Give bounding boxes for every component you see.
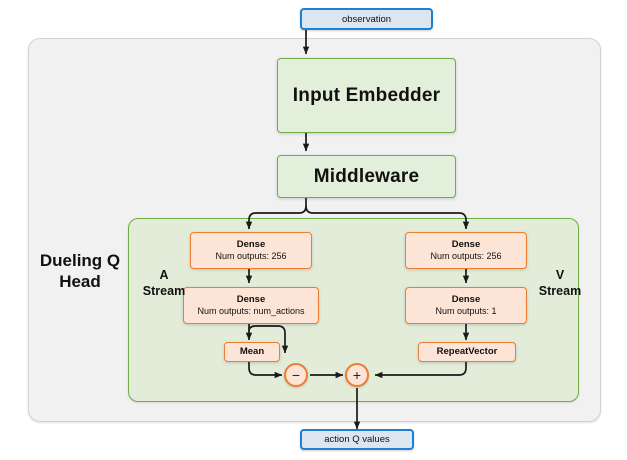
repeat-vector-label: RepeatVector — [436, 346, 498, 358]
a-stream-dense-2-node[interactable]: Dense Num outputs: num_actions — [183, 287, 319, 324]
v-stream-dense-1-title: Dense — [451, 238, 481, 250]
middleware-node[interactable]: Middleware — [277, 155, 456, 198]
dueling-q-head-title-text: Dueling Q Head — [39, 251, 121, 292]
action-q-values-node[interactable]: action Q values — [300, 429, 414, 450]
subtract-operator-symbol: − — [291, 367, 301, 383]
a-stream-label: A Stream — [137, 267, 191, 300]
mean-node[interactable]: Mean — [224, 342, 280, 362]
v-stream-dense-1-detail: Num outputs: 256 — [430, 250, 502, 261]
input-embedder-label: Input Embedder — [292, 84, 441, 106]
v-stream-dense-2-detail: Num outputs: 1 — [435, 305, 497, 316]
v-stream-dense-1-node[interactable]: Dense Num outputs: 256 — [405, 232, 527, 269]
action-q-values-label: action Q values — [324, 434, 390, 445]
subtract-operator[interactable]: − — [284, 363, 308, 387]
a-stream-label-line1: A — [159, 268, 169, 282]
v-stream-label-line1: V — [555, 268, 565, 282]
a-stream-dense-2-detail: Num outputs: num_actions — [197, 305, 305, 316]
add-operator-symbol: + — [352, 367, 362, 383]
add-operator[interactable]: + — [345, 363, 369, 387]
v-stream-label-line2: Stream — [538, 284, 582, 299]
repeat-vector-node[interactable]: RepeatVector — [418, 342, 516, 362]
a-stream-dense-1-title: Dense — [236, 238, 266, 250]
observation-node[interactable]: observation — [300, 8, 433, 30]
a-stream-dense-2-title: Dense — [236, 293, 266, 305]
a-stream-label-line2: Stream — [142, 284, 186, 299]
input-embedder-node[interactable]: Input Embedder — [277, 58, 456, 133]
middleware-label: Middleware — [313, 165, 420, 187]
mean-label: Mean — [239, 346, 265, 358]
dueling-q-head-title: Dueling Q Head — [32, 250, 128, 293]
v-stream-dense-2-node[interactable]: Dense Num outputs: 1 — [405, 287, 527, 324]
a-stream-dense-1-detail: Num outputs: 256 — [215, 250, 287, 261]
v-stream-label: V Stream — [530, 267, 590, 300]
v-stream-dense-2-title: Dense — [451, 293, 481, 305]
a-stream-dense-1-node[interactable]: Dense Num outputs: 256 — [190, 232, 312, 269]
observation-label: observation — [341, 13, 392, 25]
